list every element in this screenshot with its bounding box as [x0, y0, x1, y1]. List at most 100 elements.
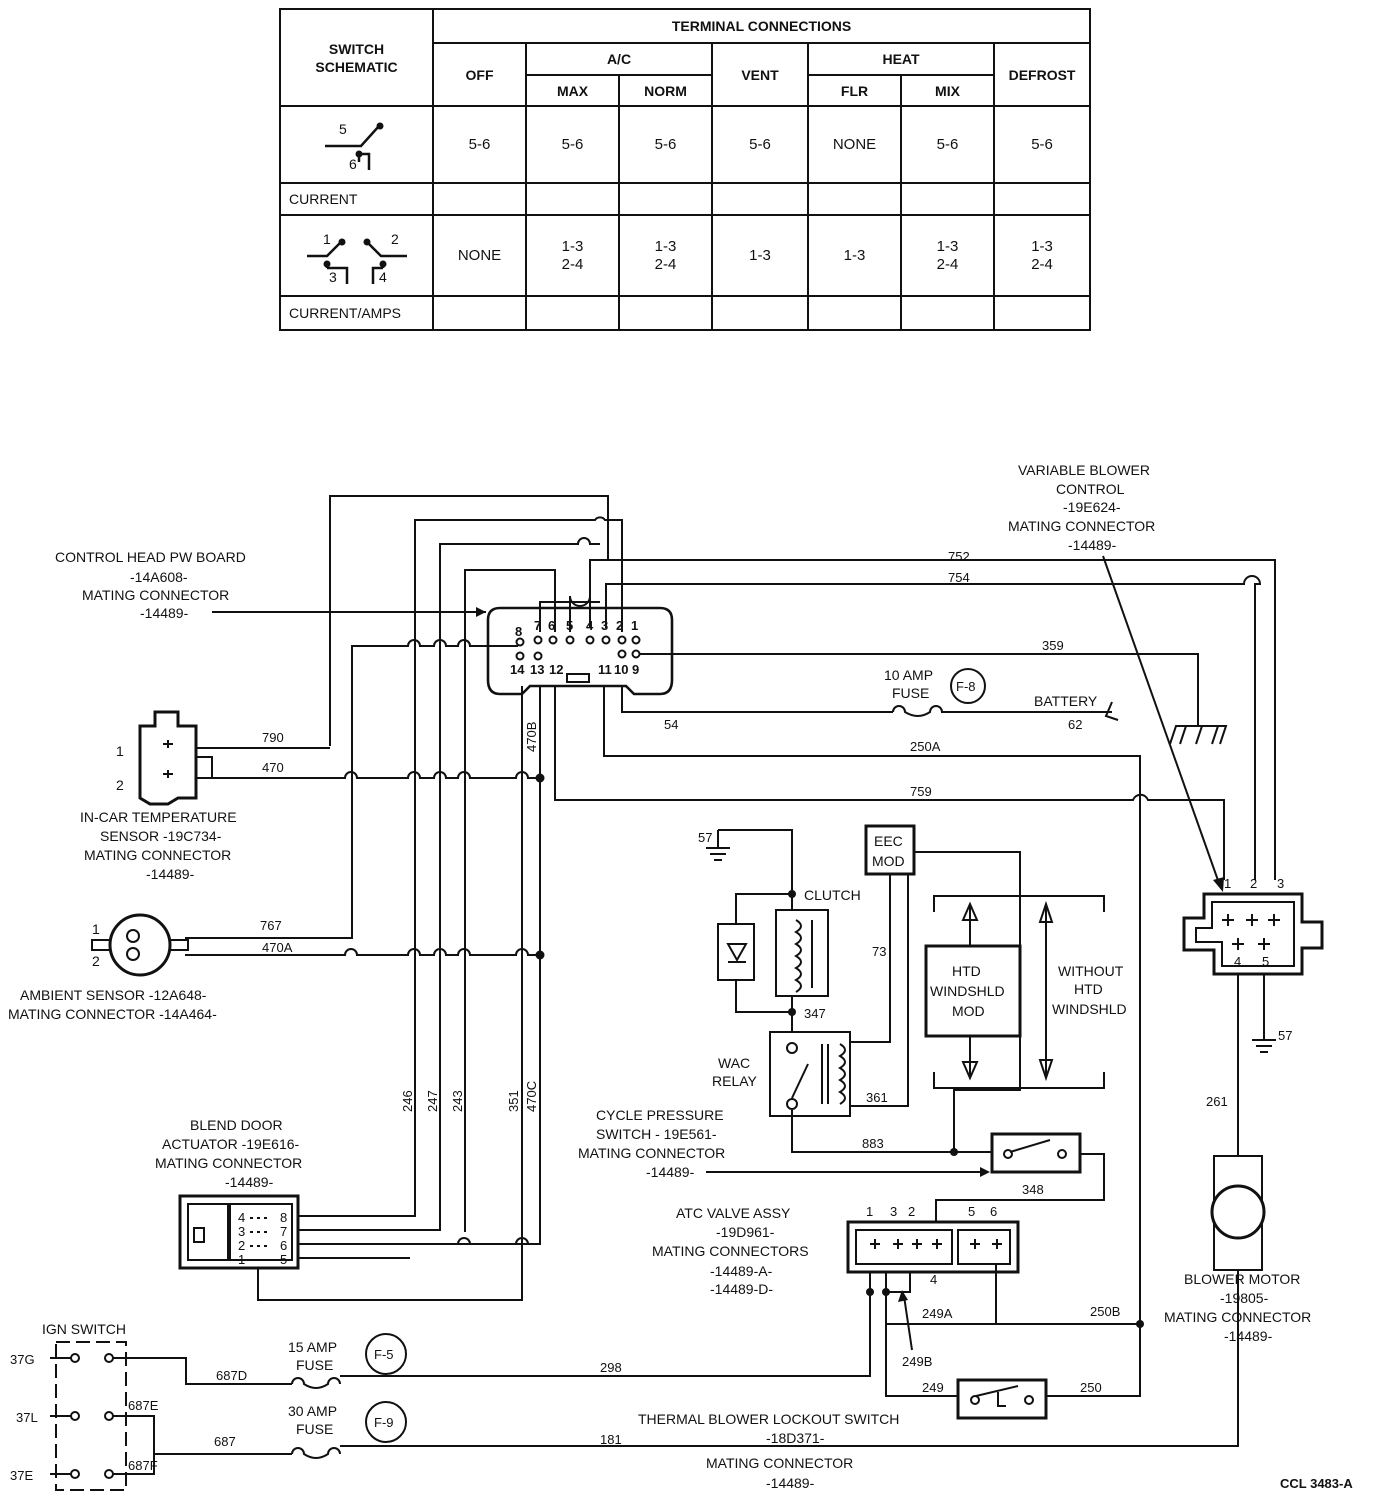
- svg-text:37L: 37L: [16, 1410, 38, 1425]
- blend-door-connector: 4 3 2 1 8 7 6 5: [178, 1194, 300, 1270]
- svg-text:-19805-: -19805-: [1220, 1290, 1269, 1306]
- svg-text:1: 1: [92, 921, 100, 937]
- svg-text:-18D371-: -18D371-: [766, 1430, 825, 1446]
- svg-text:2: 2: [1250, 876, 1257, 891]
- svg-text:-14489-: -14489-: [225, 1174, 274, 1190]
- svg-text:687D: 687D: [216, 1368, 247, 1383]
- wire-883: [791, 1110, 996, 1153]
- svg-text:FUSE: FUSE: [892, 685, 929, 701]
- wire-359: [640, 653, 1199, 726]
- wire-73: [850, 874, 891, 1043]
- wire-348: [935, 1153, 1105, 1224]
- svg-text:-14489-: -14489-: [140, 605, 189, 621]
- svg-text:CLUTCH: CLUTCH: [804, 887, 861, 903]
- header-mix: MIX: [900, 74, 995, 107]
- svg-text:359: 359: [1042, 638, 1064, 653]
- wire-57-clutch: [718, 829, 793, 910]
- fuse-15-icon: [291, 1377, 341, 1389]
- svg-text:1: 1: [631, 618, 638, 633]
- svg-text:14: 14: [510, 662, 525, 677]
- svg-text:FUSE: FUSE: [296, 1421, 333, 1437]
- wire-54: [621, 686, 893, 713]
- svg-text:3: 3: [890, 1204, 897, 1219]
- fuse-f5-badge: [365, 1333, 407, 1375]
- svg-text:F-9: F-9: [374, 1415, 394, 1430]
- svg-text:2: 2: [908, 1204, 915, 1219]
- svg-text:754: 754: [948, 570, 970, 585]
- svg-text:54: 54: [664, 717, 678, 732]
- svg-text:1: 1: [238, 1252, 245, 1267]
- svg-text:249: 249: [922, 1380, 944, 1395]
- ground-icon: [1252, 974, 1276, 1053]
- svg-text:298: 298: [600, 1360, 622, 1375]
- svg-text:57: 57: [698, 830, 712, 845]
- svg-text:250B: 250B: [1090, 1304, 1120, 1319]
- switch-5-6-symbol-icon: 5 6: [324, 121, 383, 172]
- wire-759: [554, 686, 1225, 880]
- ground-icon: [1169, 725, 1228, 745]
- svg-text:-14489-: -14489-: [1224, 1328, 1273, 1344]
- svg-text:CONTROL HEAD PW BOARD: CONTROL HEAD PW BOARD: [55, 549, 246, 565]
- svg-text:FUSE: FUSE: [296, 1357, 333, 1373]
- svg-text:4: 4: [379, 269, 387, 285]
- svg-text:351: 351: [506, 1090, 521, 1112]
- header-switch-schematic: SWITCH SCHEMATIC: [279, 8, 434, 107]
- header-heat: HEAT: [807, 42, 995, 76]
- ign-switch: 37G 37L 37E: [10, 1341, 127, 1491]
- svg-text:687: 687: [214, 1434, 236, 1449]
- header-ac: A/C: [525, 42, 713, 76]
- svg-text:2: 2: [616, 618, 623, 633]
- svg-text:5: 5: [339, 121, 347, 137]
- svg-text:MATING CONNECTOR: MATING CONNECTOR: [578, 1145, 725, 1161]
- ambient-sensor-label: AMBIENT SENSOR -12A648- MATING CONNECTOR…: [8, 987, 217, 1022]
- cell-flr-r3: 1-3: [807, 214, 902, 297]
- svg-text:261: 261: [1206, 1094, 1228, 1109]
- svg-text:249A: 249A: [922, 1306, 953, 1321]
- svg-text:470B: 470B: [524, 722, 539, 752]
- ground-icon: [706, 830, 730, 861]
- svg-text:5: 5: [968, 1204, 975, 1219]
- header-flr: FLR: [807, 74, 902, 107]
- in-car-sensor-connector: 1 2: [116, 710, 213, 806]
- svg-text:MATING CONNECTOR: MATING CONNECTOR: [1008, 518, 1155, 534]
- fuse-10-icon: [892, 705, 1112, 717]
- svg-text:470C: 470C: [524, 1081, 539, 1112]
- svg-text:-14489-: -14489-: [766, 1475, 815, 1491]
- svg-text:246: 246: [400, 1090, 415, 1112]
- svg-text:MATING CONNECTOR: MATING CONNECTOR: [84, 847, 231, 863]
- svg-text:2: 2: [391, 231, 399, 247]
- svg-text:348: 348: [1022, 1182, 1044, 1197]
- svg-text:3: 3: [601, 618, 608, 633]
- switch-schematic-5-6: 5 6: [279, 105, 434, 184]
- svg-text:62: 62: [1068, 717, 1082, 732]
- svg-text:MATING CONNECTOR: MATING CONNECTOR: [155, 1155, 302, 1171]
- control-head-label: CONTROL HEAD PW BOARD -14A608- MATING CO…: [55, 549, 246, 621]
- svg-text:10 AMP: 10 AMP: [884, 667, 933, 683]
- svg-text:2: 2: [116, 777, 124, 793]
- svg-text:10: 10: [614, 662, 628, 677]
- svg-text:IN-CAR TEMPERATURE: IN-CAR TEMPERATURE: [80, 809, 237, 825]
- wac-relay: [769, 1031, 851, 1117]
- svg-text:ATC VALVE ASSY: ATC VALVE ASSY: [676, 1205, 791, 1221]
- svg-text:BLOWER MOTOR: BLOWER MOTOR: [1184, 1271, 1300, 1287]
- svg-text:687F: 687F: [128, 1458, 158, 1473]
- svg-text:MATING CONNECTOR: MATING CONNECTOR: [706, 1455, 853, 1471]
- cell-mix-r1: 5-6: [900, 105, 995, 184]
- svg-text:767: 767: [260, 918, 282, 933]
- svg-text:250A: 250A: [910, 739, 941, 754]
- htd-windshield-module: [924, 944, 1022, 1038]
- svg-text:243: 243: [450, 1090, 465, 1112]
- svg-text:759: 759: [910, 784, 932, 799]
- svg-text:470: 470: [262, 760, 284, 775]
- svg-text:F-8: F-8: [956, 679, 976, 694]
- cell-off-r3: NONE: [432, 214, 527, 297]
- svg-text:15 AMP: 15 AMP: [288, 1339, 337, 1355]
- svg-text:6: 6: [548, 618, 555, 633]
- svg-text:IGN SWITCH: IGN SWITCH: [42, 1321, 126, 1337]
- atc-valve-label: ATC VALVE ASSY -19D961- MATING CONNECTOR…: [652, 1205, 809, 1297]
- cell-off-r1: 5-6: [432, 105, 527, 184]
- svg-text:11: 11: [598, 662, 612, 677]
- svg-text:687E: 687E: [128, 1398, 159, 1413]
- svg-text:CONTROL: CONTROL: [1056, 481, 1125, 497]
